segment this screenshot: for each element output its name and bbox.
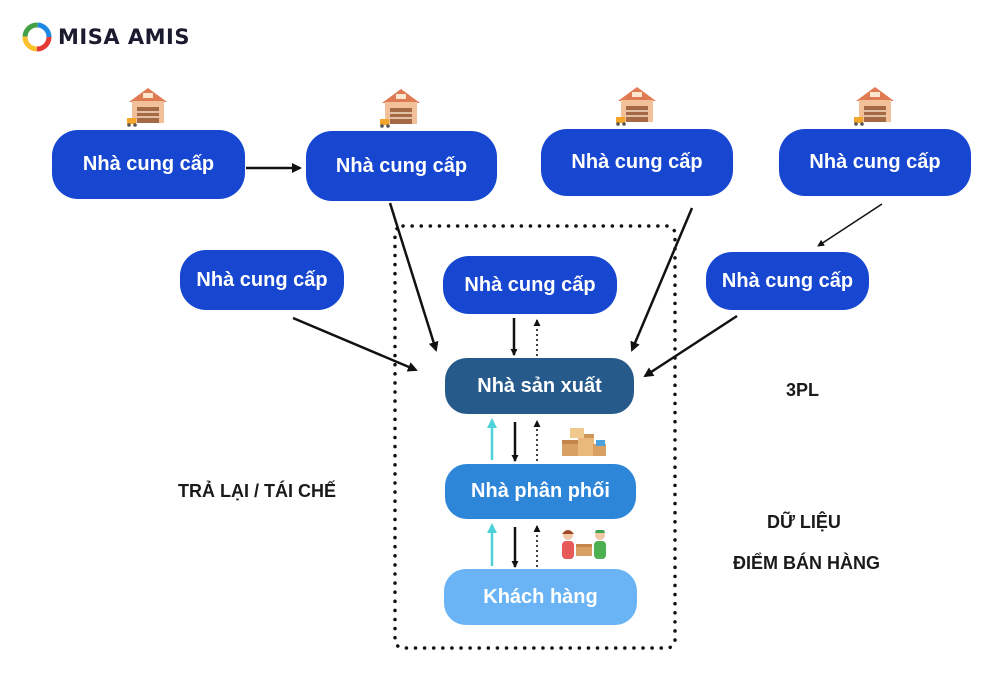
warehouse-icon xyxy=(127,88,167,127)
3pl-label: 3PL xyxy=(786,380,820,400)
handover-icon xyxy=(562,530,606,559)
logo-text: MISA AMIS xyxy=(58,25,190,49)
arrow-supplier-left-to-manufacturer xyxy=(292,316,418,372)
scope-boundary xyxy=(393,224,677,650)
data-label: DỮ LIỆU xyxy=(767,512,841,532)
arrow-supplier4-to-supplier-right xyxy=(817,203,883,247)
misa-swirl-icon xyxy=(22,22,52,52)
return-recycle-label: TRẢ LẠI / TÁI CHẾ xyxy=(178,481,336,501)
arrow-supplier2-to-manufacturer xyxy=(388,202,439,352)
supplier-node-center: Nhà cung cấp xyxy=(443,256,617,314)
supplier-node-top-4: Nhà cung cấp xyxy=(779,129,971,196)
arrow-supplier3-to-manufacturer xyxy=(630,207,694,352)
distributor-node: Nhà phân phối xyxy=(445,464,636,519)
supplier-node-right: Nhà cung cấp xyxy=(706,252,869,310)
arrow-supplier-right-to-manufacturer xyxy=(643,314,738,378)
point-of-sale-label: ĐIỂM BÁN HÀNG xyxy=(733,553,880,573)
supplier-node-top-3: Nhà cung cấp xyxy=(541,129,733,196)
warehouse-icon xyxy=(616,87,656,126)
supplier-node-top-2: Nhà cung cấp xyxy=(306,131,497,201)
brand-logo: MISA AMIS xyxy=(22,21,190,53)
warehouse-icon xyxy=(854,87,894,126)
supplier-node-top-1: Nhà cung cấp xyxy=(52,130,245,199)
boxes-icon xyxy=(562,428,606,456)
warehouse-icon xyxy=(380,89,420,128)
customer-node: Khách hàng xyxy=(444,569,637,625)
manufacturer-node: Nhà sản xuất xyxy=(445,358,634,414)
supplier-node-left: Nhà cung cấp xyxy=(180,250,344,310)
